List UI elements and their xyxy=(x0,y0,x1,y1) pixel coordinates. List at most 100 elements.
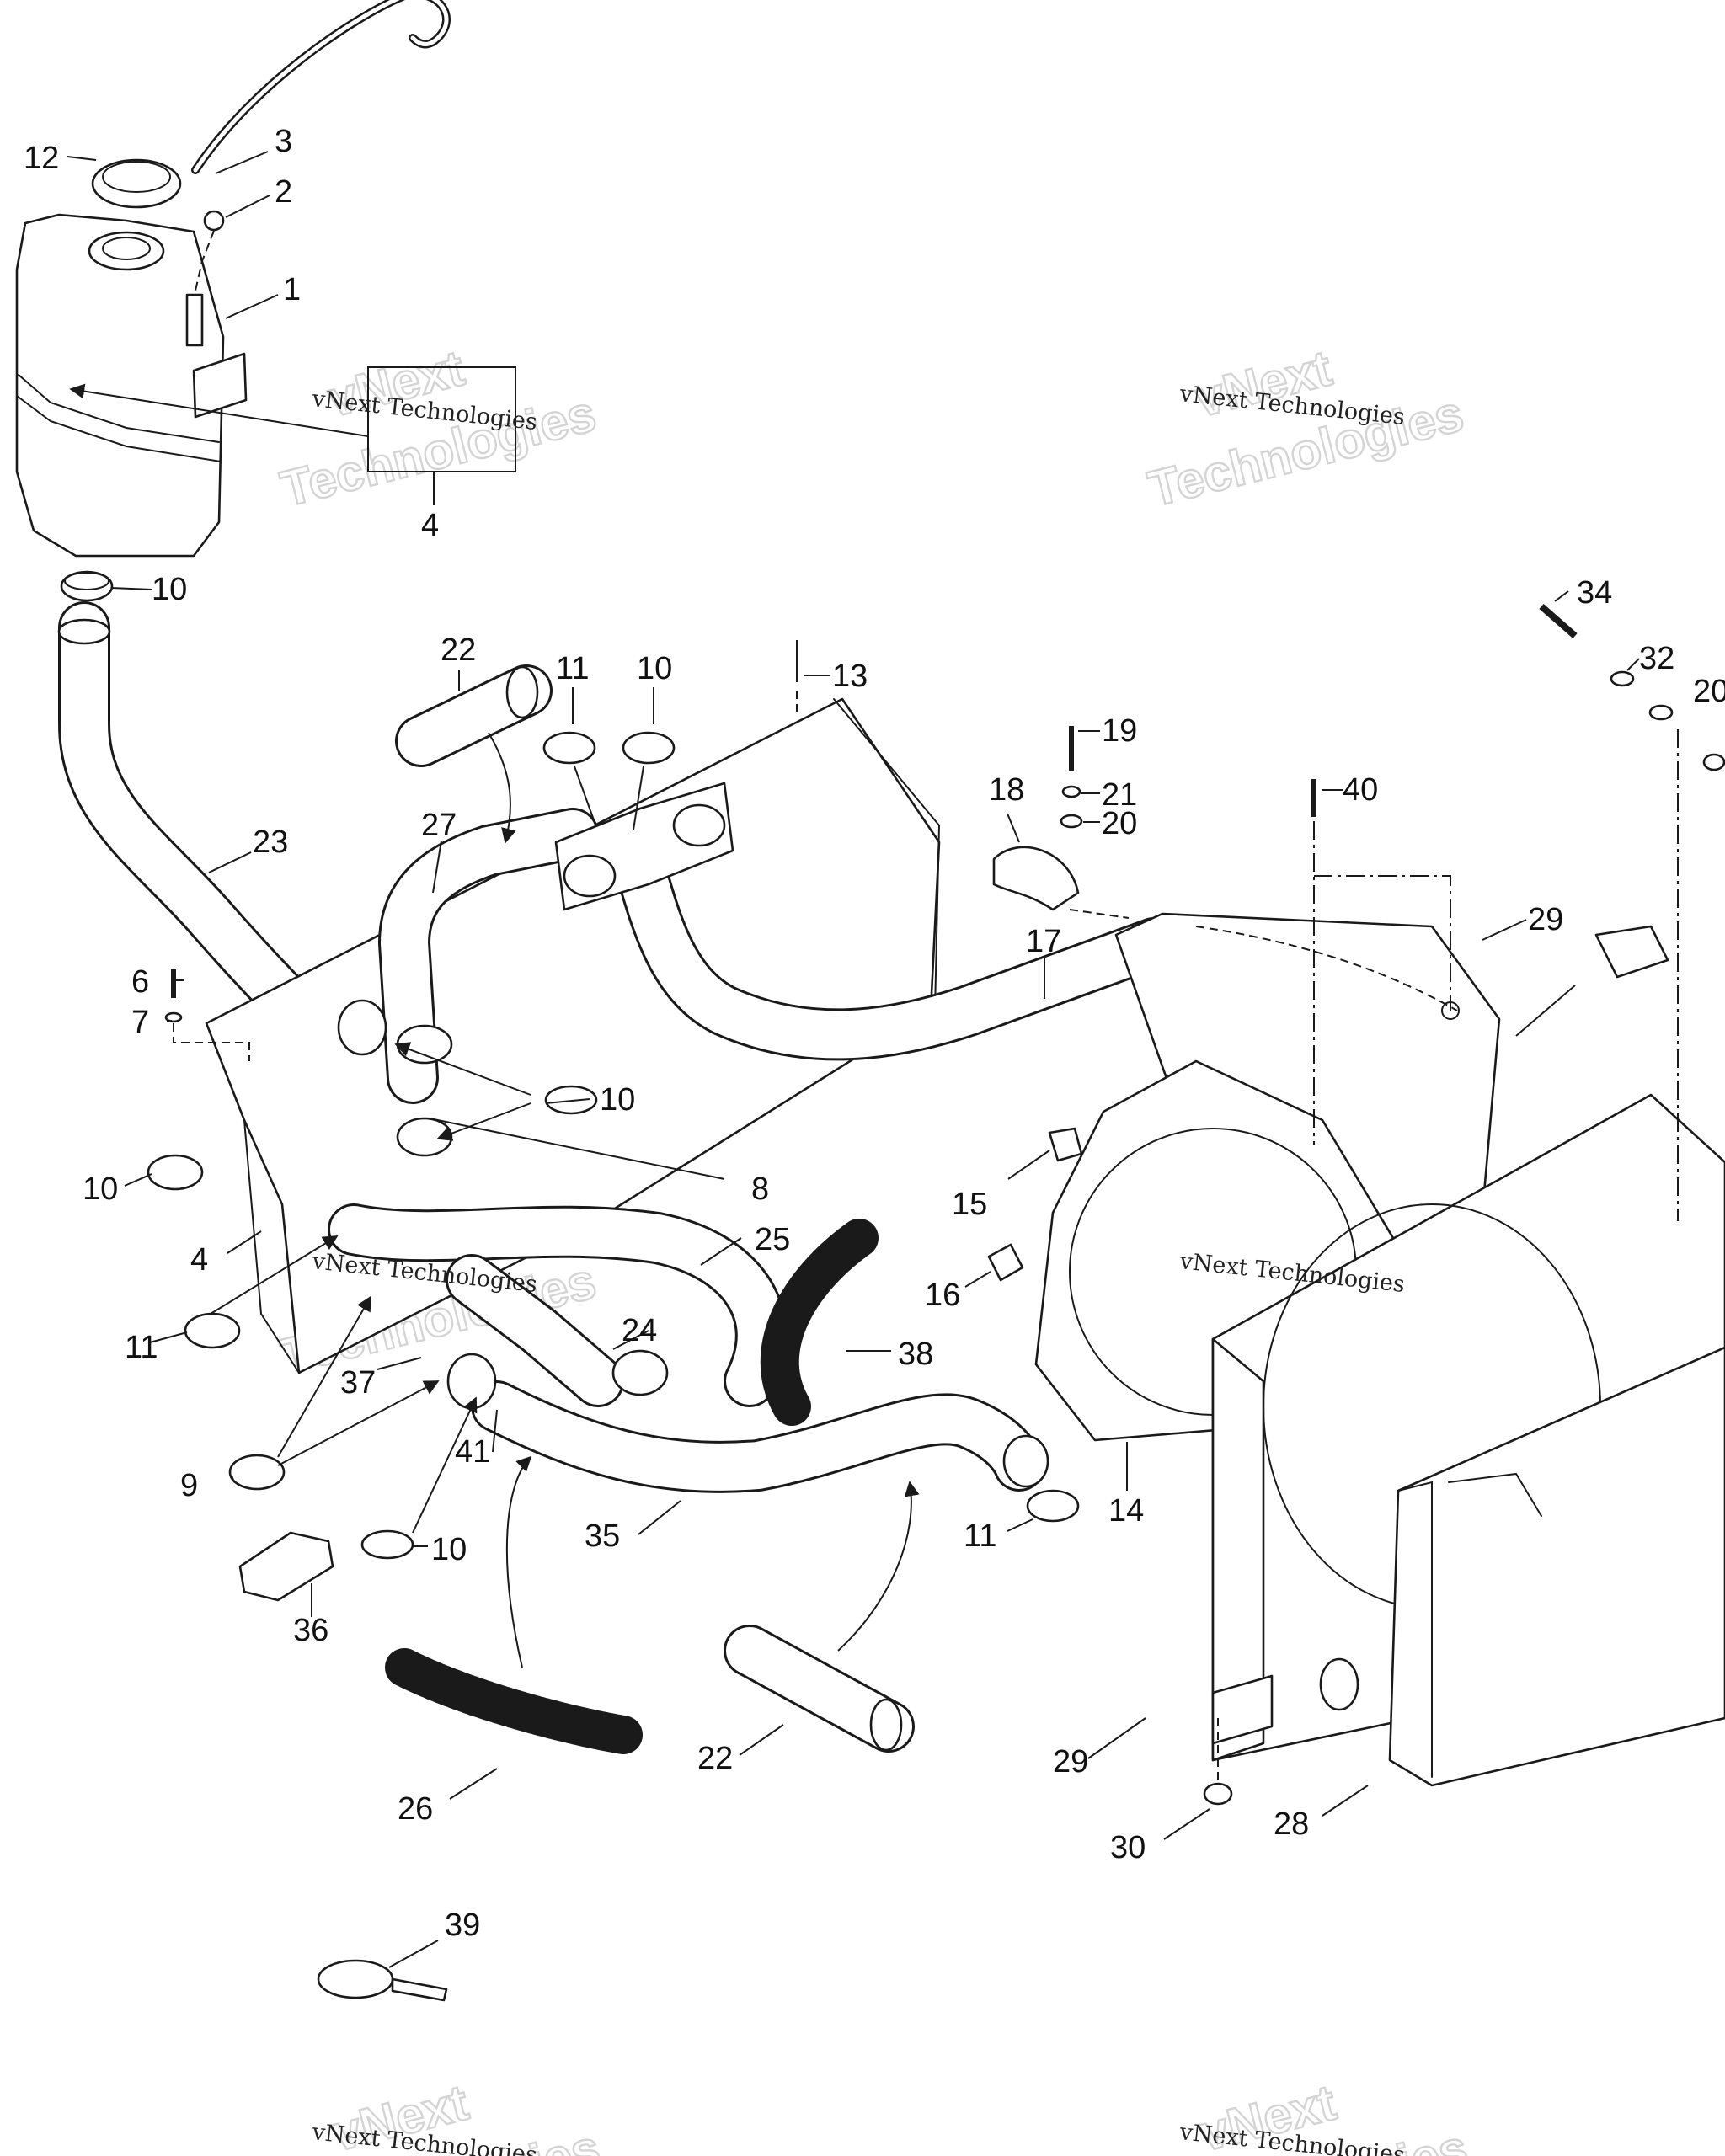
leader-9-arrow-a xyxy=(277,1295,371,1458)
hose-22b-arrow xyxy=(837,1481,920,1652)
leader-26 xyxy=(449,1768,498,1800)
callout-30: 30 xyxy=(1110,1830,1146,1865)
corrugated-hose-38-outline xyxy=(760,1219,879,1426)
callout-29: 29 xyxy=(1053,1744,1088,1780)
callout-14: 14 xyxy=(1108,1493,1144,1529)
hose-clamp xyxy=(360,1529,414,1560)
radiator-inlet xyxy=(1319,1657,1359,1711)
small-clamp xyxy=(203,210,225,232)
reservoir-vent-nipple xyxy=(185,293,204,347)
callout-39: 39 xyxy=(445,1908,480,1943)
lock-washer-32 xyxy=(1610,670,1635,687)
callout-1: 1 xyxy=(283,272,301,307)
leader-10a xyxy=(110,587,152,590)
leader-9-arrow-b xyxy=(277,1380,440,1466)
hose-26-arrow xyxy=(505,1455,532,1668)
callout-26: 26 xyxy=(398,1791,433,1827)
hose-clamp-inner xyxy=(64,572,109,590)
vent-dashed-line xyxy=(195,230,215,291)
leader-27 xyxy=(432,840,442,894)
callout-22: 22 xyxy=(441,632,476,668)
leader-10e-arrow xyxy=(412,1396,478,1534)
callout-29: 29 xyxy=(1528,902,1563,937)
callout-24: 24 xyxy=(622,1313,657,1348)
tee-fitting-top xyxy=(396,1024,453,1065)
leader-34 xyxy=(1554,590,1569,602)
callout-28: 28 xyxy=(1274,1806,1309,1842)
support-panel-edge xyxy=(833,698,941,1011)
hose-clamp xyxy=(542,731,596,765)
fitting-outlet-left xyxy=(563,854,617,898)
leader-3 xyxy=(215,151,269,174)
leader-23 xyxy=(208,851,252,873)
leader-4b xyxy=(227,1230,262,1254)
reservoir-cap-top xyxy=(102,161,171,193)
callout-37: 37 xyxy=(340,1365,376,1401)
hose-17 xyxy=(617,844,1178,1059)
leader-18 xyxy=(1007,813,1020,843)
leader-9 xyxy=(231,1475,235,1483)
reservoir-strap xyxy=(18,374,220,443)
callout-17: 17 xyxy=(1026,924,1061,959)
nut-right xyxy=(1702,753,1725,771)
leader-4a-arrow xyxy=(69,383,369,437)
radiator-frame-side xyxy=(1211,1337,1265,1762)
bolt-34 xyxy=(1539,603,1578,639)
leader-11c xyxy=(1007,1518,1033,1532)
sensor-wire xyxy=(1515,985,1576,1037)
callout-4: 4 xyxy=(421,508,439,543)
callout-10: 10 xyxy=(83,1171,118,1207)
leader-10c-arrow-b xyxy=(436,1102,531,1141)
tee-fitting-side xyxy=(337,999,387,1056)
leader-12 xyxy=(67,156,97,161)
leader-8 xyxy=(429,1118,725,1180)
hose-22-arrow xyxy=(488,732,516,844)
callout-21: 21 xyxy=(1102,777,1137,813)
washer-7 xyxy=(164,1011,183,1023)
corrugated-hose-26-outline xyxy=(385,1648,643,1754)
radiator-cap-neck xyxy=(1448,1472,1542,1517)
leader-2 xyxy=(225,195,270,218)
hose-25 xyxy=(330,1206,785,1405)
cable-tie-tail xyxy=(391,1977,448,2002)
callout-25: 25 xyxy=(755,1222,790,1257)
reservoir-filler-opening xyxy=(102,237,151,260)
hose-24-end xyxy=(611,1349,669,1396)
callout-23: 23 xyxy=(253,825,288,860)
spring-clip xyxy=(987,1243,1024,1282)
bracket-dashed xyxy=(1069,909,1130,919)
screw-dashed xyxy=(173,1023,250,1061)
leader-11a-ext xyxy=(574,766,597,828)
callout-41: 41 xyxy=(455,1434,490,1470)
callout-7: 7 xyxy=(131,1005,149,1040)
washer-20 xyxy=(1648,704,1674,721)
callout-4: 4 xyxy=(190,1242,208,1278)
callout-10: 10 xyxy=(152,572,187,607)
callout-15: 15 xyxy=(952,1187,987,1222)
leader-29a xyxy=(1482,919,1527,941)
hose-35 xyxy=(473,1383,1043,1491)
leader-lines xyxy=(67,151,1640,1968)
leader-1 xyxy=(225,294,279,319)
callout-36: 36 xyxy=(293,1613,328,1648)
reservoir-hose-end xyxy=(57,618,111,645)
lock-washer-21 xyxy=(1061,785,1081,798)
callout-40: 40 xyxy=(1343,772,1378,808)
radiator-core xyxy=(1388,1346,1725,1787)
leader-10b-ext xyxy=(633,766,644,830)
hose-24 xyxy=(448,1257,622,1405)
fitting-outlet xyxy=(672,803,726,847)
callout-11: 11 xyxy=(125,1330,158,1365)
callout-19: 19 xyxy=(1102,713,1137,749)
hose-35-end xyxy=(1002,1434,1049,1488)
callout-12: 12 xyxy=(24,141,59,176)
leader-11b-arrow xyxy=(210,1235,339,1315)
callout-10: 10 xyxy=(637,651,672,686)
nut xyxy=(1048,1127,1083,1162)
callout-10: 10 xyxy=(600,1082,635,1118)
callout-labels: 12 3 2 1 4 10 22 11 10 13 34 32 20 19 21… xyxy=(24,124,1725,1943)
leader-10d xyxy=(124,1173,152,1187)
leader-10c xyxy=(545,1098,590,1104)
callout-32: 32 xyxy=(1639,641,1674,676)
leader-29b xyxy=(1087,1717,1146,1759)
